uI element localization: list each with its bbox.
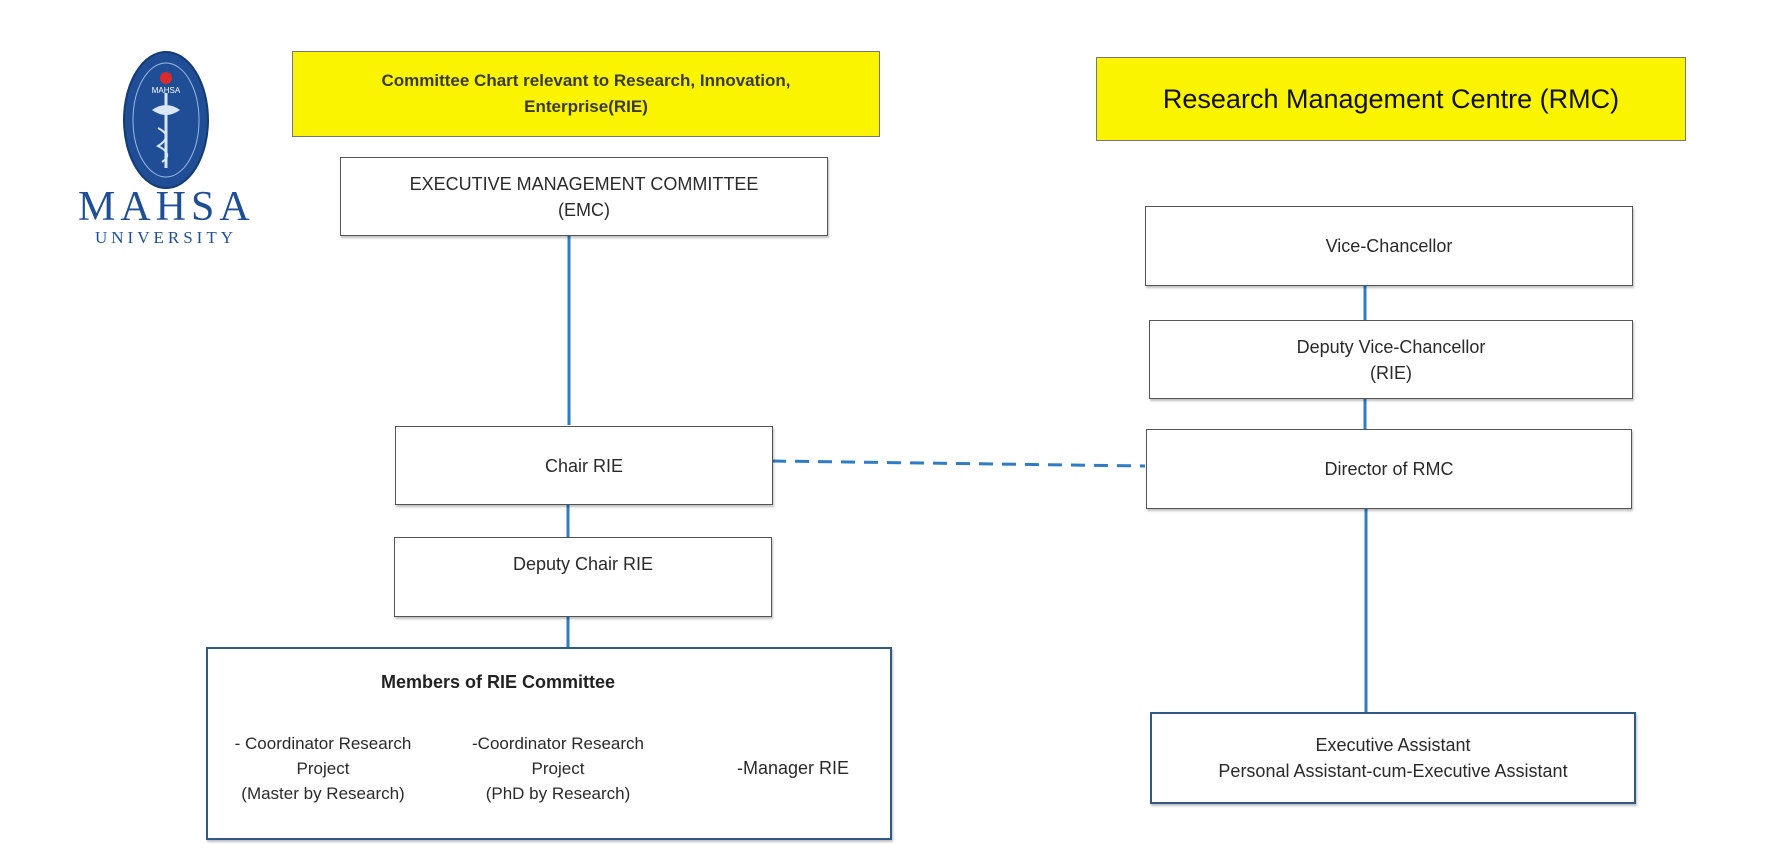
logo-subword: UNIVERSITY xyxy=(95,228,237,247)
chair-director-dashed-line xyxy=(771,459,1146,468)
deputy-vice-chancellor-box: Deputy Vice-Chancellor (RIE) xyxy=(1149,320,1633,399)
member-col-phd-line3: (PhD by Research) xyxy=(485,784,631,803)
ea-label-line1: Executive Assistant xyxy=(1315,735,1471,755)
vice-chancellor-label: Vice-Chancellor xyxy=(1325,236,1453,256)
emc-label-line2: (EMC) xyxy=(558,199,610,220)
member-col-master: - Coordinator Research Project (Master b… xyxy=(224,731,422,806)
member-col-phd-line2: Project xyxy=(531,759,585,778)
dvc-label-line2: (RIE) xyxy=(1370,362,1412,383)
director-rmc-box: Director of RMC xyxy=(1146,429,1632,509)
dvc-label-line1: Deputy Vice-Chancellor xyxy=(1296,336,1486,357)
members-rie-committee-box: Members of RIE Committee - Coordinator R… xyxy=(206,647,892,840)
committee-chart-title-line1: Committee Chart relevant to Research, In… xyxy=(381,71,791,90)
member-col-manager-label: -Manager RIE xyxy=(736,758,850,778)
member-col-master-line3: (Master by Research) xyxy=(241,784,405,803)
emc-box: EXECUTIVE MANAGEMENT COMMITTEE (EMC) xyxy=(340,157,828,236)
committee-chart-title-line2: Enterprise(RIE) xyxy=(524,97,648,116)
university-logo: MAHSA MAHSA UNIVERSITY xyxy=(78,48,254,248)
director-rmc-label: Director of RMC xyxy=(1324,459,1454,479)
chair-rie-label: Chair RIE xyxy=(544,455,624,476)
committee-chart-header: Committee Chart relevant to Research, In… xyxy=(292,51,880,137)
emblem-icon xyxy=(123,51,209,189)
member-col-phd-line1: -Coordinator Research xyxy=(472,734,644,753)
rmc-header: Research Management Centre (RMC) xyxy=(1096,57,1686,141)
deputy-chair-rie-box: Deputy Chair RIE xyxy=(394,537,772,617)
vice-chancellor-box: Vice-Chancellor xyxy=(1145,206,1633,286)
rmc-title: Research Management Centre (RMC) xyxy=(1162,83,1620,114)
member-col-phd: -Coordinator Research Project (PhD by Re… xyxy=(458,731,658,806)
member-col-manager: -Manager RIE xyxy=(713,756,873,781)
emblem-text: MAHSA xyxy=(151,86,181,95)
emc-label-line1: EXECUTIVE MANAGEMENT COMMITTEE xyxy=(409,173,759,194)
executive-assistant-box: Executive Assistant Personal Assistant-c… xyxy=(1150,712,1636,804)
ea-label-line2: Personal Assistant-cum-Executive Assista… xyxy=(1218,761,1568,781)
deputy-chair-rie-label: Deputy Chair RIE xyxy=(512,554,654,574)
chair-rie-box: Chair RIE xyxy=(395,426,773,505)
logo-wordmark: MAHSA xyxy=(78,184,255,230)
member-col-master-line1: - Coordinator Research xyxy=(234,734,412,753)
member-col-master-line2: Project xyxy=(296,759,350,778)
members-title: Members of RIE Committee xyxy=(380,672,616,692)
